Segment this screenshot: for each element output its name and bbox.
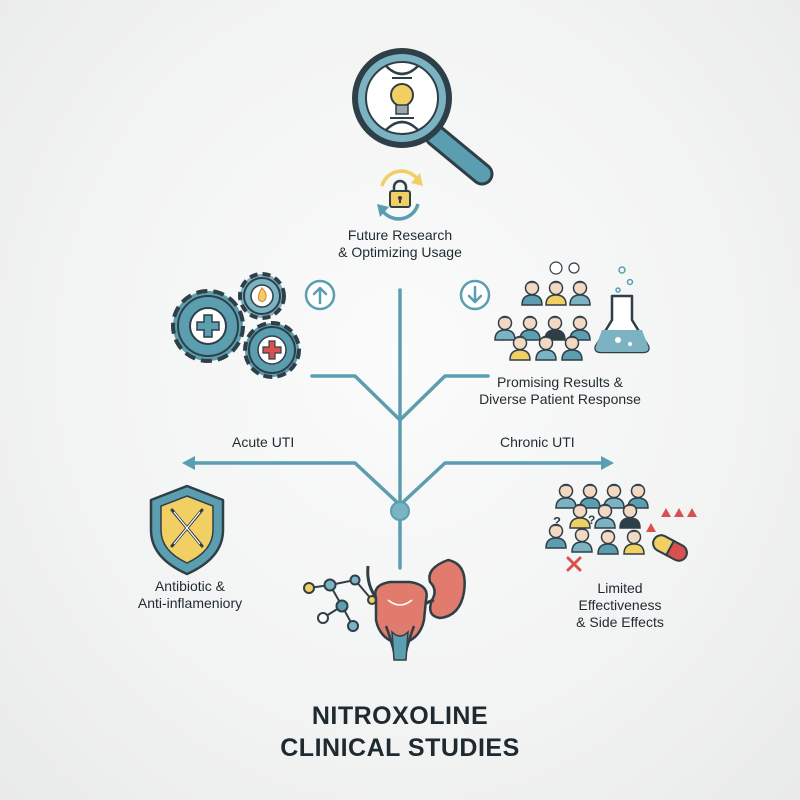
svg-text:?: ?: [588, 513, 595, 527]
lower-right-line1: Limited: [597, 580, 643, 596]
gear-small-flame: [238, 272, 286, 320]
svg-text:?: ?: [553, 514, 561, 529]
arrow-down-circle-icon: [459, 279, 491, 311]
upper-right-node-label: Promising Results & Diverse Patient Resp…: [460, 374, 660, 408]
branch-upper-left: [310, 374, 402, 422]
top-node-line2: & Optimizing Usage: [338, 244, 462, 260]
branch-upper-right: [398, 374, 490, 422]
flask-icon: [594, 266, 650, 354]
patient-group-icon: [494, 261, 591, 361]
branch-left-arrow: [190, 461, 402, 507]
shield-swords-icon: [149, 484, 225, 576]
gears-icon: [171, 272, 301, 379]
lower-right-line3: & Side Effects: [576, 614, 664, 630]
lower-right-line2: Effectiveness: [578, 597, 662, 613]
x-mark-icon: [566, 556, 582, 572]
upper-right-line2: Diverse Patient Response: [479, 391, 641, 407]
upper-right-line1: Promising Results &: [496, 374, 624, 390]
title-line1: NITROXOLINE: [311, 702, 489, 730]
lower-right-node-label: Limited Effectiveness & Side Effects: [540, 580, 700, 631]
top-node-label: Future Research & Optimizing Usage: [300, 227, 500, 261]
lower-left-node-label: Antibiotic & Anti-inflameniory: [110, 578, 270, 612]
lower-left-line2: Anti-inflameniory: [137, 595, 243, 611]
top-node-line1: Future Research: [347, 227, 453, 243]
page-title: NITROXOLINE CLINICAL STUDIES: [0, 700, 800, 764]
tree-connectors: [190, 288, 607, 570]
lock-cycle-icon: [377, 169, 423, 221]
gear-medium-cross: [243, 321, 301, 379]
lower-left-line1: Antibiotic &: [154, 578, 226, 594]
title-line2: CLINICAL STUDIES: [280, 734, 520, 762]
branch-right-label: Chronic UTI: [500, 434, 575, 450]
arrow-up-circle-icon: [304, 279, 336, 311]
magnifier-dna-bulb-icon: [352, 48, 494, 186]
junction-node: [390, 501, 410, 521]
pill-icon: [652, 534, 688, 562]
urinary-system-icon: [366, 558, 466, 661]
arrowhead-left: [182, 456, 195, 470]
patients-side-effects-icon: ? ?: [545, 483, 697, 572]
branch-right-arrow: [398, 461, 607, 507]
arrowhead-right: [601, 456, 614, 470]
branch-left-label: Acute UTI: [232, 434, 295, 450]
molecule-icon: [303, 574, 377, 632]
gear-large: [171, 289, 245, 363]
